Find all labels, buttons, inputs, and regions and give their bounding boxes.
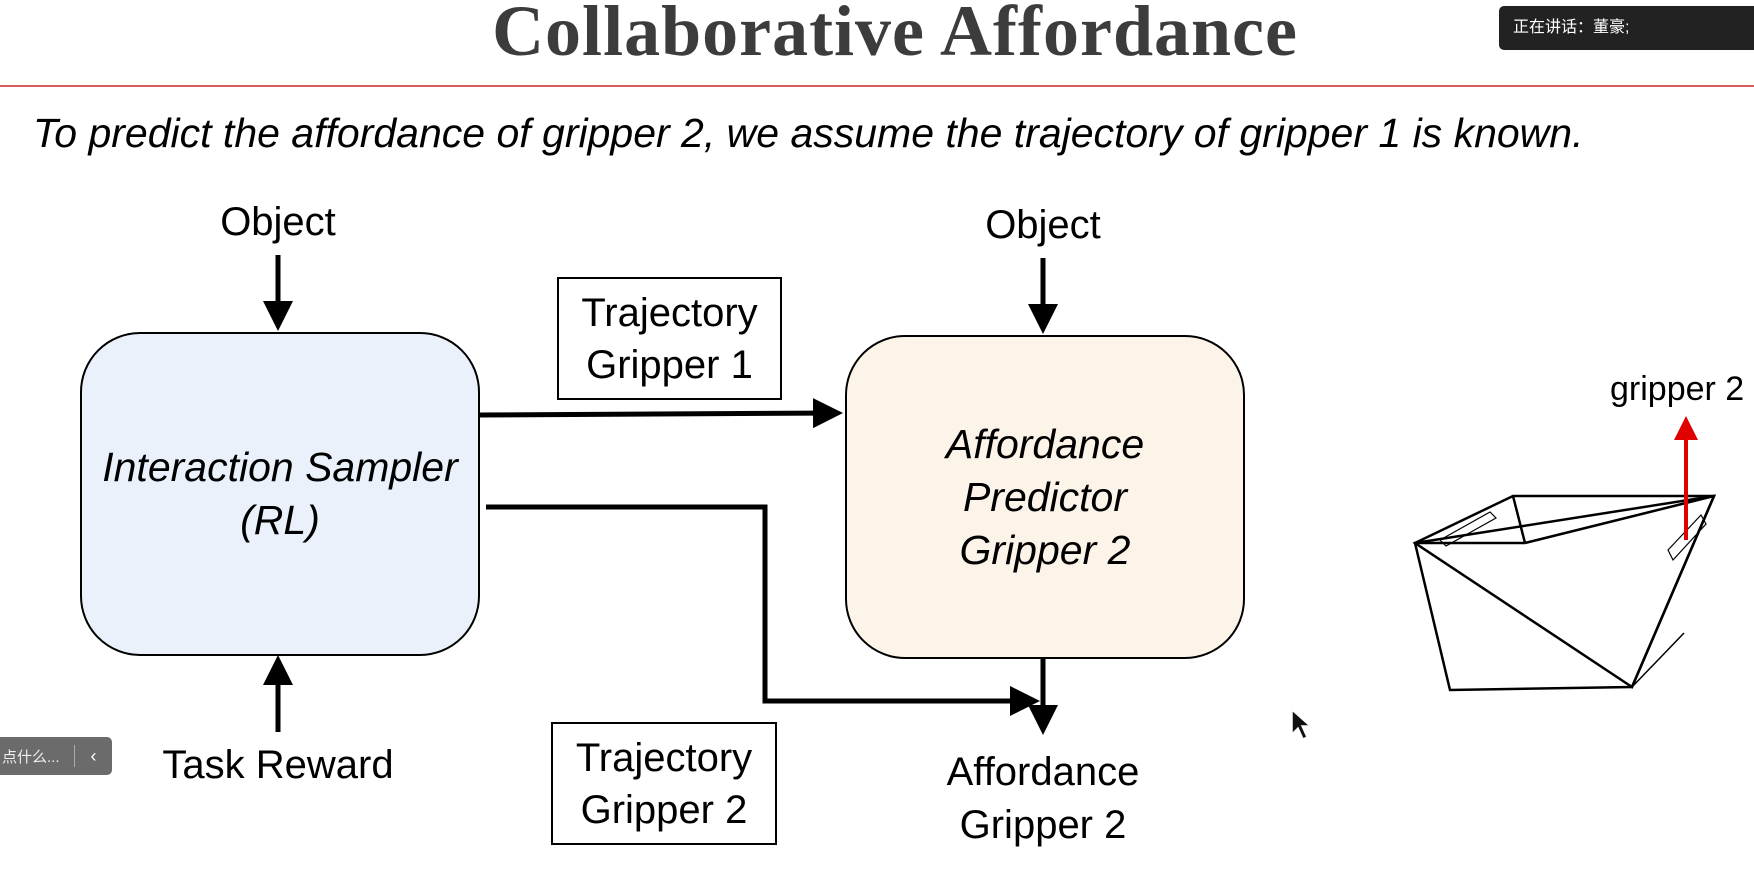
speaking-indicator: 正在讲话：董豪; [1499, 6, 1754, 50]
traj2-line-1: Trajectory [575, 735, 753, 780]
traj1-line-2: Gripper 1 [586, 342, 753, 387]
title-divider [0, 85, 1754, 87]
object-input-label-right: Object [985, 203, 1101, 247]
predictor-line-1: Affordance [945, 420, 1145, 467]
traj1-line-1: Trajectory [581, 290, 758, 335]
interaction-sampler-box: Interaction Sampler (RL) [80, 332, 480, 656]
sampler-title: Interaction Sampler [102, 444, 458, 490]
mouse-cursor-icon [1291, 708, 1312, 741]
affordance-predictor-box: Affordance Predictor Gripper 2 [845, 335, 1245, 659]
slide-title: Collaborative Affordance [492, 0, 1298, 71]
affordance-output-label: Affordance Gripper 2 [910, 746, 1176, 852]
comment-input-bar[interactable]: 点什么... ‹ [0, 737, 112, 775]
sampler-subtitle: (RL) [240, 497, 320, 543]
predictor-line-3: Gripper 2 [959, 526, 1131, 573]
traj2-arrow [486, 504, 1040, 716]
object-input-label-left: Object [220, 200, 336, 244]
output-line-1: Affordance [946, 750, 1140, 794]
output-line-2: Gripper 2 [959, 803, 1127, 847]
predictor-line-2: Predictor [962, 473, 1128, 520]
trajectory-gripper1-box: Trajectory Gripper 1 [557, 277, 782, 400]
traj2-line-2: Gripper 2 [580, 787, 748, 832]
bin-illustration [1412, 494, 1717, 692]
chevron-left-icon[interactable]: ‹ [90, 745, 97, 766]
slide-subtitle: To predict the affordance of gripper 2, … [33, 110, 1584, 156]
comment-divider [74, 745, 75, 767]
trajectory-gripper2-box: Trajectory Gripper 2 [551, 722, 777, 845]
task-reward-label: Task Reward [162, 743, 394, 787]
traj1-arrow [477, 398, 843, 429]
gripper2-illustration-label: gripper 2 [1610, 370, 1745, 408]
comment-placeholder[interactable]: 点什么... [2, 748, 60, 766]
